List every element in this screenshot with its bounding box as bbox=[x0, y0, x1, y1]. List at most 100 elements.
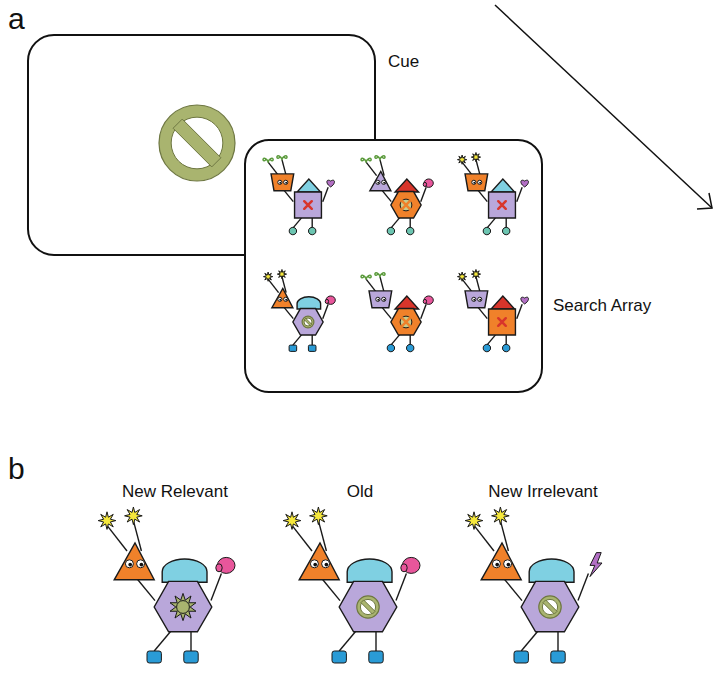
robot-antenna bbox=[366, 162, 377, 175]
condition-label: Old bbox=[347, 482, 373, 502]
robot-hat bbox=[491, 179, 515, 192]
robot-arm bbox=[421, 187, 426, 201]
robot-pupil bbox=[128, 563, 132, 567]
chest-sun-core bbox=[177, 601, 190, 614]
antenna-tip bbox=[375, 273, 385, 277]
robot-antenna bbox=[107, 525, 127, 551]
antenna-star bbox=[457, 272, 466, 281]
robot-head bbox=[114, 543, 154, 580]
robot-head bbox=[465, 291, 488, 308]
foot-square bbox=[289, 345, 297, 351]
foot-square bbox=[184, 651, 198, 663]
robot-antenna bbox=[282, 160, 286, 176]
robot-arm bbox=[478, 190, 488, 202]
robot-eye bbox=[278, 297, 282, 301]
robot-eye bbox=[322, 560, 330, 568]
search-panel bbox=[245, 140, 542, 392]
robot-pupil bbox=[479, 299, 481, 301]
antenna-star bbox=[125, 507, 143, 525]
no-sign-inner bbox=[171, 117, 223, 169]
robot-body bbox=[521, 581, 579, 631]
robot-leg bbox=[190, 631, 191, 651]
antenna-tip bbox=[465, 512, 483, 530]
robot-body bbox=[293, 309, 323, 335]
robot bbox=[361, 273, 433, 352]
hand-thumb bbox=[423, 182, 426, 186]
robot-body bbox=[489, 192, 516, 218]
robot-foot bbox=[407, 344, 414, 352]
no-sign-bar bbox=[173, 119, 221, 167]
condition-label: New Relevant bbox=[122, 482, 228, 502]
condition-label: New Irrelevant bbox=[488, 482, 598, 502]
foot-pentagon bbox=[503, 344, 510, 352]
foot-pentagon bbox=[309, 227, 316, 235]
robot-arm bbox=[578, 573, 588, 600]
robot-leg bbox=[391, 335, 400, 346]
robot-arm bbox=[382, 190, 392, 202]
robot-leg bbox=[339, 631, 356, 651]
antenna-tip bbox=[457, 272, 466, 281]
robot-body bbox=[391, 309, 421, 335]
robot-eye bbox=[504, 560, 512, 568]
antenna-star bbox=[277, 270, 286, 279]
antenna-tip bbox=[98, 512, 116, 530]
panel-letter: b bbox=[8, 452, 25, 486]
robot-eye bbox=[472, 180, 476, 184]
chest-symbol bbox=[539, 596, 561, 618]
robot-head bbox=[481, 543, 521, 580]
antenna-curl bbox=[375, 273, 385, 277]
no-sign-ring bbox=[357, 596, 379, 618]
robot-leg bbox=[487, 218, 496, 229]
robot-eye bbox=[382, 297, 386, 301]
antenna-curl bbox=[277, 156, 287, 160]
chest-symbol bbox=[357, 596, 379, 618]
robot-arm bbox=[504, 578, 522, 600]
robot-foot bbox=[551, 651, 565, 663]
no-sign-bar bbox=[304, 318, 311, 325]
robot-pupil bbox=[325, 563, 329, 567]
no-sign-inner bbox=[304, 318, 312, 326]
antenna-tip bbox=[471, 153, 480, 162]
hand-fist bbox=[424, 179, 433, 187]
chest-symbol bbox=[304, 201, 312, 209]
robot-leg bbox=[154, 631, 171, 651]
robot-pupil bbox=[279, 299, 281, 301]
robot-foot bbox=[387, 227, 394, 235]
robot-foot bbox=[387, 344, 394, 352]
hand-thumb bbox=[216, 564, 222, 572]
no-sign-bar bbox=[361, 600, 375, 614]
antenna-star bbox=[283, 512, 301, 530]
robot bbox=[457, 270, 528, 352]
robot-hat bbox=[347, 559, 392, 582]
chest-symbol bbox=[498, 318, 506, 326]
foot-pentagon bbox=[289, 227, 296, 235]
robot-hand bbox=[423, 179, 433, 187]
robot-foot bbox=[503, 344, 510, 352]
robot-antenna bbox=[292, 525, 312, 551]
foot-pentagon bbox=[483, 344, 490, 352]
robot-foot bbox=[309, 227, 316, 235]
robot-foot bbox=[483, 344, 490, 352]
robot bbox=[465, 507, 602, 663]
robot-hand bbox=[521, 297, 529, 304]
robot-pupil bbox=[479, 182, 481, 184]
robot-pupil bbox=[383, 182, 385, 184]
robot-hand bbox=[327, 180, 335, 187]
antenna-curl bbox=[263, 158, 273, 162]
antenna-star bbox=[471, 153, 480, 162]
chest-cross bbox=[304, 201, 312, 209]
robot-hand bbox=[521, 180, 529, 187]
robot-head bbox=[272, 288, 293, 307]
robot-eye bbox=[376, 297, 380, 301]
robot-foot bbox=[332, 651, 346, 663]
antenna-star bbox=[310, 507, 328, 525]
robot-antenna bbox=[268, 279, 279, 292]
robot-arm bbox=[137, 578, 155, 600]
robot-leg bbox=[506, 218, 507, 229]
foot-square bbox=[147, 651, 161, 663]
chest-cross bbox=[498, 201, 506, 209]
robot-arm bbox=[517, 187, 522, 201]
antenna-tip bbox=[283, 512, 301, 530]
robot-eye bbox=[278, 180, 282, 184]
robot-leg bbox=[521, 631, 538, 651]
